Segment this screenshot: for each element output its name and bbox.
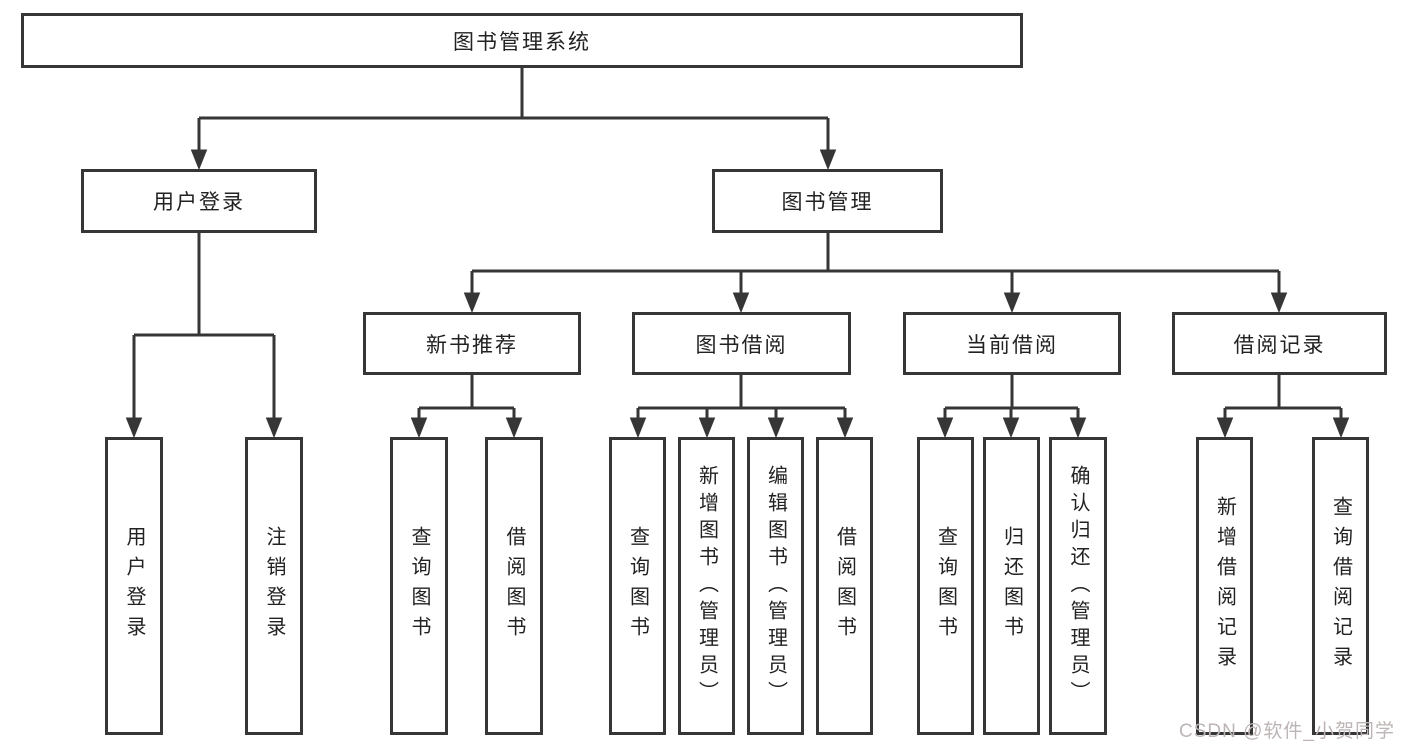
- leaf-br-add-record-label: 新增借阅记录: [1213, 496, 1236, 676]
- leaf-cb-return-book: 归还图书: [983, 437, 1040, 735]
- node-book-management-label: 图书管理: [781, 191, 874, 214]
- node-current-borrow: 当前借阅: [903, 312, 1121, 375]
- node-user-login-label: 用户登录: [153, 191, 245, 214]
- leaf-br-query-record: 查询借阅记录: [1312, 437, 1369, 735]
- leaf-bb-edit-book-admin: 编辑图书（管理员）: [747, 437, 804, 735]
- leaf-cb-confirm-return-admin: 确认归还（管理员）: [1049, 437, 1107, 735]
- leaf-br-query-record-label: 查询借阅记录: [1329, 496, 1352, 676]
- node-current-borrow-label: 当前借阅: [966, 333, 1058, 357]
- leaf-bb-query-book: 查询图书: [609, 437, 666, 735]
- leaf-logout-label: 注销登录: [263, 526, 285, 646]
- leaf-logout: 注销登录: [245, 437, 303, 735]
- leaf-cb-query-book-label: 查询图书: [934, 526, 957, 646]
- node-user-login: 用户登录: [81, 169, 317, 233]
- leaf-cb-return-book-label: 归还图书: [1000, 526, 1023, 646]
- leaf-bb-borrow-book-label: 借阅图书: [833, 526, 856, 646]
- node-root-system: 图书管理系统: [21, 13, 1023, 68]
- leaf-cb-confirm-return-admin-label: 确认归还（管理员）: [1067, 464, 1089, 708]
- leaf-bb-add-book-admin-label: 新增图书（管理员）: [695, 464, 718, 708]
- leaf-cb-query-book: 查询图书: [917, 437, 974, 735]
- node-new-book-recommend: 新书推荐: [363, 312, 581, 375]
- node-new-book-recommend-label: 新书推荐: [426, 333, 518, 357]
- leaf-br-add-record: 新增借阅记录: [1196, 437, 1253, 735]
- leaf-nbr-borrow-book: 借阅图书: [485, 437, 543, 735]
- node-book-borrow: 图书借阅: [632, 312, 851, 375]
- leaf-nbr-query-book-label: 查询图书: [408, 526, 430, 646]
- leaf-user-login-label: 用户登录: [123, 526, 145, 646]
- leaf-nbr-query-book: 查询图书: [390, 437, 448, 735]
- node-borrow-record: 借阅记录: [1172, 312, 1387, 375]
- leaf-bb-edit-book-admin-label: 编辑图书（管理员）: [764, 464, 787, 708]
- leaf-nbr-borrow-book-label: 借阅图书: [503, 526, 525, 646]
- node-root-system-label: 图书管理系统: [453, 30, 591, 54]
- leaf-bb-query-book-label: 查询图书: [626, 526, 649, 646]
- leaf-user-login: 用户登录: [105, 437, 163, 735]
- csdn-watermark: CSDN @软件_小贺同学: [1179, 721, 1395, 742]
- node-borrow-record-label: 借阅记录: [1233, 333, 1326, 357]
- leaf-bb-borrow-book: 借阅图书: [816, 437, 873, 735]
- node-book-borrow-label: 图书借阅: [695, 333, 788, 357]
- leaf-bb-add-book-admin: 新增图书（管理员）: [678, 437, 735, 735]
- node-book-management: 图书管理: [712, 169, 943, 233]
